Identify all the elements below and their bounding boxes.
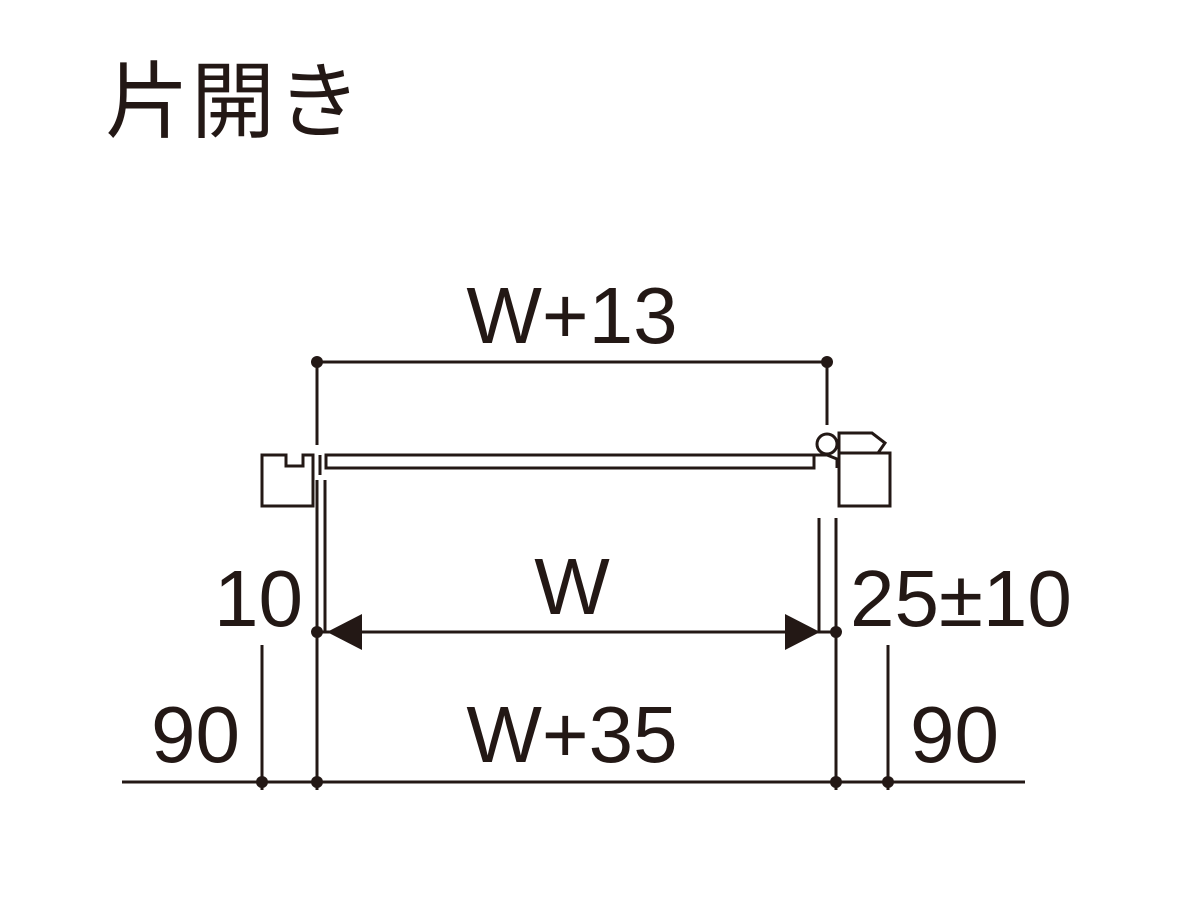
dot-bottom-1 [256,776,268,788]
left-post [260,453,315,508]
dot-top-right [821,356,833,368]
opening-arrow-left [327,614,362,650]
dot-bottom-4 [882,776,894,788]
label-opening: W [534,542,610,631]
label-right-clearance: 25±10 [850,554,1072,643]
dot-mid-right [830,626,842,638]
diagram-title: 片開き [105,53,364,151]
hinge-bracket [812,453,839,468]
dot-bottom-2 [311,776,323,788]
dot-bottom-3 [830,776,842,788]
hinge-pivot [815,432,839,456]
label-left-clearance: 10 [214,554,303,643]
right-post [837,431,892,508]
label-overall-bottom: W+35 [466,690,677,779]
label-right-post: 90 [910,690,999,779]
opening-arrow-right [785,614,820,650]
label-left-post: 90 [151,690,240,779]
dot-top-left [311,356,323,368]
dot-mid-left [311,626,323,638]
label-overall-top: W+13 [466,271,677,360]
gate-leaf [324,453,816,470]
